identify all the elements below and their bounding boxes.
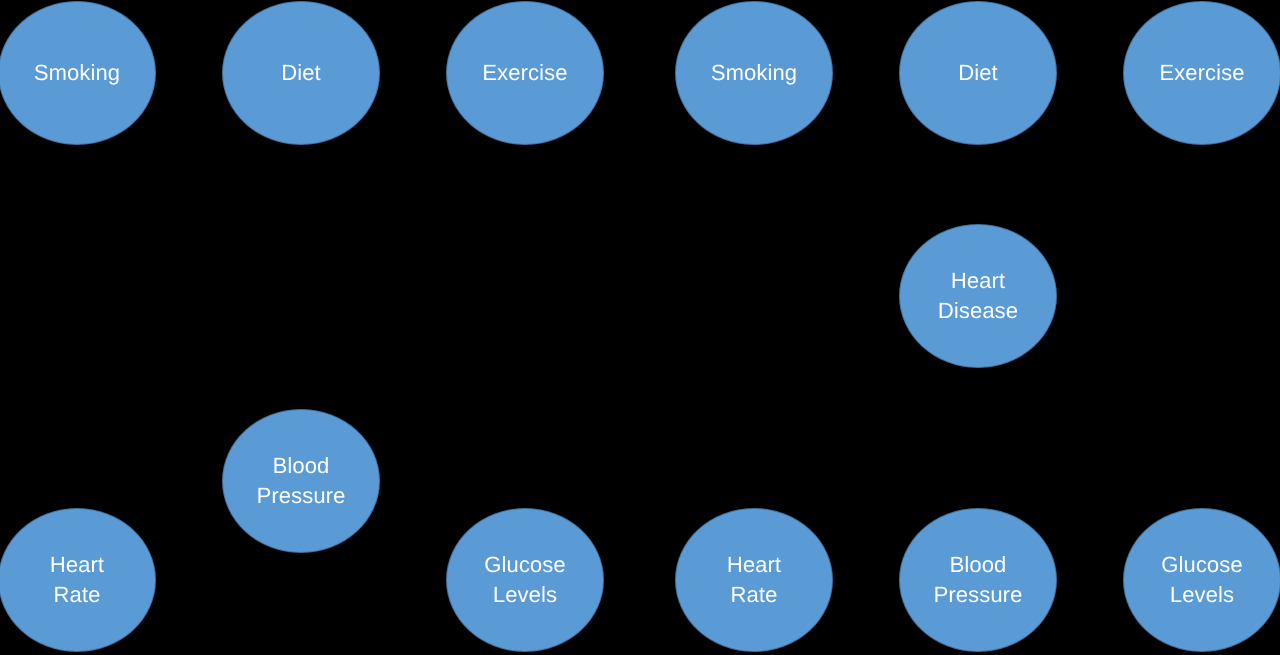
node-right-heart-disease[interactable]: Heart Disease (899, 224, 1057, 368)
node-left-heart-rate[interactable]: Heart Rate (0, 508, 156, 652)
node-left-blood-pressure[interactable]: Blood Pressure (222, 409, 380, 553)
node-label-left-heart-rate: Heart Rate (49, 552, 105, 607)
node-right-exercise[interactable]: Exercise (1123, 1, 1280, 145)
node-right-glucose-levels[interactable]: Glucose Levels (1123, 508, 1280, 652)
node-label-right-blood-pressure: Blood Pressure (933, 552, 1023, 607)
node-label-left-blood-pressure: Blood Pressure (256, 453, 346, 508)
node-left-glucose-levels[interactable]: Glucose Levels (446, 508, 604, 652)
node-label-right-smoking: Smoking (710, 60, 798, 86)
node-label-right-heart-disease: Heart Disease (937, 268, 1019, 323)
node-label-right-diet: Diet (958, 60, 998, 86)
node-left-diet[interactable]: Diet (222, 1, 380, 145)
node-label-right-heart-rate: Heart Rate (726, 552, 782, 607)
node-label-left-diet: Diet (281, 60, 321, 86)
node-left-smoking[interactable]: Smoking (0, 1, 156, 145)
node-label-left-smoking: Smoking (33, 60, 121, 86)
node-left-exercise[interactable]: Exercise (446, 1, 604, 145)
node-right-blood-pressure[interactable]: Blood Pressure (899, 508, 1057, 652)
node-right-smoking[interactable]: Smoking (675, 1, 833, 145)
node-label-left-exercise: Exercise (482, 60, 568, 86)
node-right-heart-rate[interactable]: Heart Rate (675, 508, 833, 652)
node-right-diet[interactable]: Diet (899, 1, 1057, 145)
node-label-right-exercise: Exercise (1159, 60, 1245, 86)
node-label-right-glucose-levels: Glucose Levels (1161, 552, 1243, 607)
node-label-left-glucose-levels: Glucose Levels (484, 552, 566, 607)
